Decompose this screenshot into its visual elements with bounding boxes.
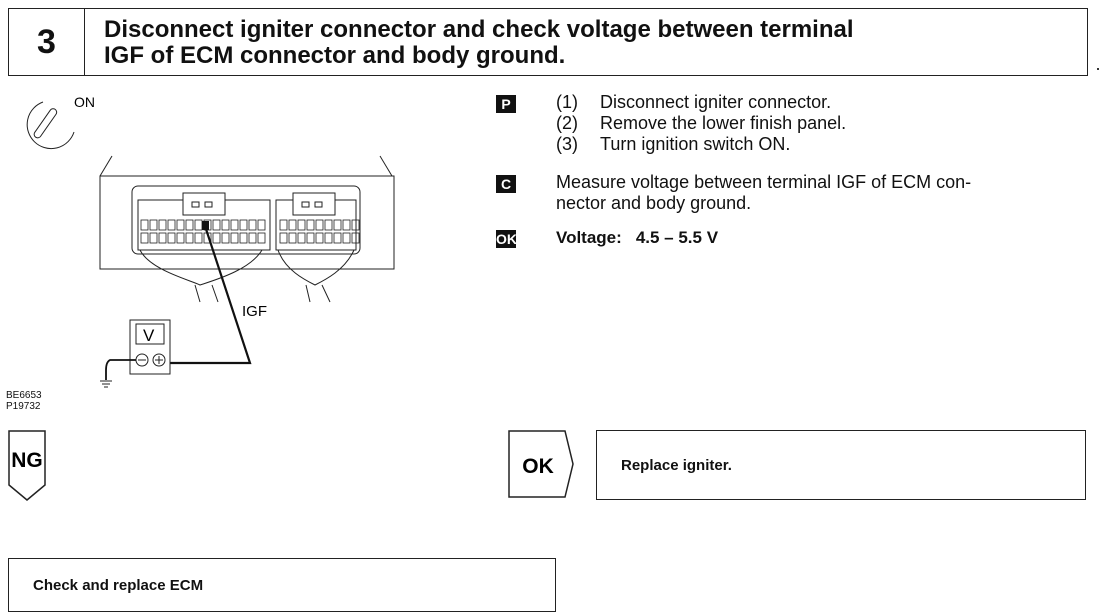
connector-pin [342, 232, 351, 244]
connector-pin [351, 232, 360, 244]
connector-pin [158, 219, 167, 231]
connector-pin [297, 232, 306, 244]
connector-pin [257, 232, 266, 244]
connector-pin [221, 232, 230, 244]
connector-pin [306, 232, 315, 244]
ng-label: NG [11, 449, 43, 472]
step-text: Turn ignition switch ON. [600, 134, 791, 154]
procedure-step: (3) Turn ignition switch ON. [556, 134, 846, 155]
connector-pin [333, 219, 342, 231]
connector-pin [230, 219, 239, 231]
connector-pin [230, 232, 239, 244]
connector-pin [140, 219, 149, 231]
voltmeter-icon [129, 319, 171, 375]
probe-lead [170, 225, 252, 365]
ng-arrow: NG [8, 430, 46, 501]
voltmeter-label: V [143, 326, 155, 345]
connector-pin [140, 232, 149, 244]
figure-code-2: P19732 [6, 401, 41, 412]
connector-pin [324, 219, 333, 231]
connector-pin [324, 232, 333, 244]
connector-pin [288, 219, 297, 231]
connector-pin [167, 219, 176, 231]
step-index: (3) [556, 134, 578, 154]
spec-label: Voltage: [556, 228, 622, 247]
connector-pin [239, 219, 248, 231]
connector-pin [248, 219, 257, 231]
connector-pin [176, 232, 185, 244]
ok-arrow: OK [508, 430, 574, 498]
check-line-2: nector and body ground. [556, 193, 752, 213]
connector-pin [306, 219, 315, 231]
check-line-1: Measure voltage between terminal IGF of … [556, 172, 972, 192]
connector-pin [185, 219, 194, 231]
connector-pin [158, 232, 167, 244]
connector-pin [279, 232, 288, 244]
connector-pin [288, 232, 297, 244]
igf-terminal-label: IGF [242, 303, 267, 320]
terminal-grid [140, 219, 360, 244]
connector-pin [194, 232, 203, 244]
connector-pin [297, 219, 306, 231]
connector-pin [342, 219, 351, 231]
step-index: (1) [556, 92, 578, 112]
ignition-on-label: ON [74, 94, 95, 110]
ecm-body [99, 155, 395, 303]
connector-pin [149, 219, 158, 231]
step-title: Disconnect igniter connector and check v… [104, 17, 1004, 69]
connector-pin [149, 232, 158, 244]
figure-code: BE6653 P19732 [6, 390, 42, 412]
step-text: Remove the lower finish panel. [600, 113, 847, 133]
connector-pin [212, 219, 221, 231]
procedure-step: (1) Disconnect igniter connector. [556, 92, 846, 113]
connector-pin [257, 219, 266, 231]
ok-label: OK [522, 455, 554, 478]
ng-action-box: Check and replace ECM [8, 558, 556, 612]
connector-pin [239, 232, 248, 244]
procedure-step: (2) Remove the lower finish panel. [556, 113, 846, 134]
connector-pin [212, 232, 221, 244]
connector-pin [279, 219, 288, 231]
step-title-line-2: IGF of ECM connector and body ground. [104, 42, 566, 69]
procedure-steps: (1) Disconnect igniter connector. (2) Remo… [556, 92, 846, 155]
check-instruction: Measure voltage between terminal IGF of … [556, 172, 1086, 214]
voltage-spec: Voltage: 4.5 – 5.5 V [556, 228, 718, 248]
connector-pin [315, 232, 324, 244]
ignition-switch-icon [26, 101, 75, 149]
connector-pin [333, 232, 342, 244]
spec-ok-marker: OK [496, 230, 517, 248]
ok-action-box: Replace igniter. [596, 430, 1086, 500]
check-marker: C [496, 175, 516, 193]
step-number: 3 [9, 9, 85, 75]
connector-pin [351, 219, 360, 231]
connector-pin [248, 232, 257, 244]
connector-pin [167, 232, 176, 244]
connector-pin [176, 219, 185, 231]
margin-dot [1097, 68, 1099, 70]
step-index: (2) [556, 113, 578, 133]
ground-icon [100, 380, 112, 388]
step-title-line-1: Disconnect igniter connector and check v… [104, 16, 854, 43]
ground-lead [105, 359, 136, 380]
step-text: Disconnect igniter connector. [600, 92, 832, 112]
connector-pin [221, 219, 230, 231]
connector-pin [185, 232, 194, 244]
connector-pin [315, 219, 324, 231]
ecm-connector-diagram: ON IGF V [26, 94, 395, 388]
figure-code-1: BE6653 [6, 390, 42, 401]
spec-value: 4.5 – 5.5 V [635, 228, 719, 247]
step-header: 3 Disconnect igniter connector and check… [8, 8, 1088, 76]
procedure-marker: P [496, 95, 516, 113]
